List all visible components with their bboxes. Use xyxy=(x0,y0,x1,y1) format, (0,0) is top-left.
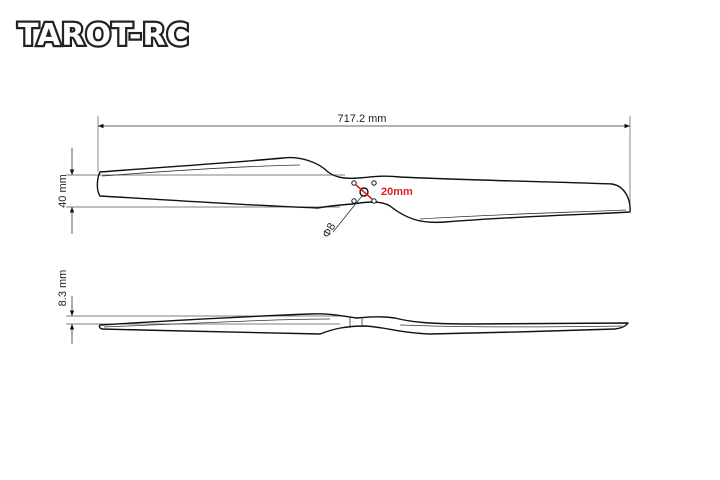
mount-hole-top-left xyxy=(351,180,357,186)
length-label: 717.2 mm xyxy=(338,113,387,125)
shaft-diameter-leader xyxy=(332,195,363,233)
leading-edge-detail-left xyxy=(101,164,301,177)
mount-hole-bottom-left xyxy=(351,198,357,204)
mount-hole-top-right xyxy=(371,180,377,186)
mount-hole-bottom-right xyxy=(371,198,377,204)
thickness-label: 8.3 mm xyxy=(57,270,69,307)
side-view: 8.3 mm xyxy=(57,270,629,344)
propeller-top-outline xyxy=(96,156,631,224)
shaft-diameter-label: Φ8 xyxy=(320,221,338,240)
propeller-side-outline xyxy=(98,313,629,335)
top-view: 717.2 mm 40 mm 20mm Φ8 xyxy=(57,113,631,240)
hole-spacing-label: 20mm xyxy=(381,186,413,198)
tarot-rc-logo: TAROT-RC xyxy=(18,18,190,53)
width-label: 40 mm xyxy=(57,174,69,208)
trailing-edge-detail-right xyxy=(419,209,627,220)
side-inner-edge-left xyxy=(103,318,331,328)
hole-spacing-line xyxy=(355,184,373,200)
side-inner-edge-right xyxy=(399,324,623,328)
